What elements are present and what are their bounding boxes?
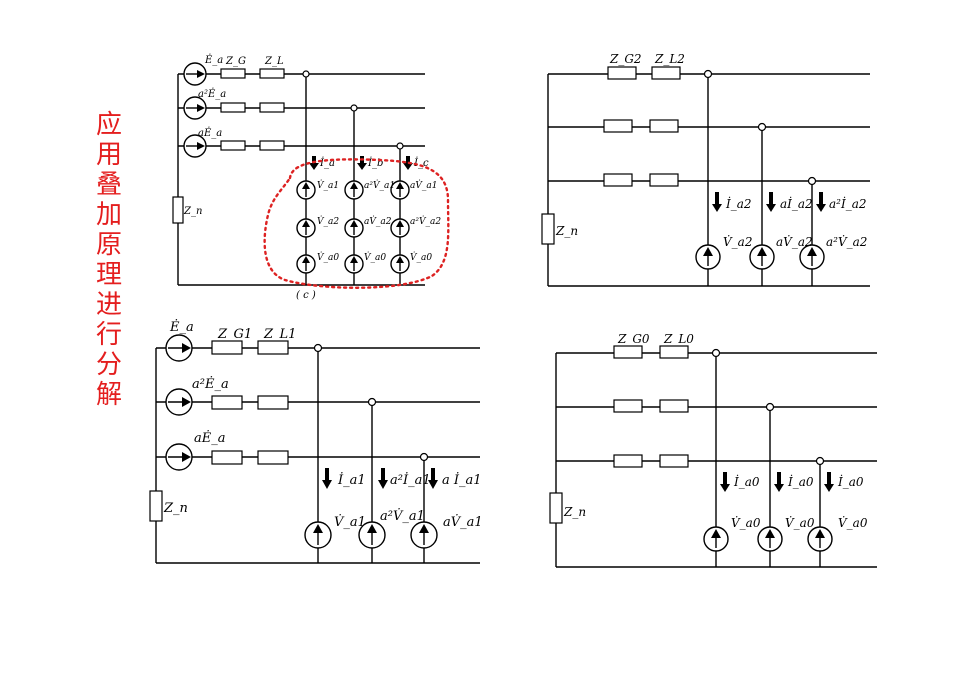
source-ea-icon [183,62,207,86]
neg-current-1: İ_a2 [725,196,752,211]
zero-voltage-1: V̇_a0 [731,515,761,530]
pos-voltage-2: a²V̇_a1 [380,508,425,524]
neg-voltage-sources [695,244,825,270]
pos-voltage-1: V̇_a1 [334,514,366,530]
neg-current-arrow-2 [766,192,776,212]
neg-voltage-2: aV̇_a2 [776,234,813,249]
pos-voltage-3: aV̇_a1 [443,514,483,530]
neg-voltage-1: V̇_a2 [723,234,752,249]
zero-current-arrow-1 [720,472,730,492]
pos-source-label-1: Ė_a [169,318,194,335]
highlight-outline [263,158,450,289]
c-source-label-1: Ė_a [204,54,223,66]
pos-source-label-2: a²Ė_a [192,375,229,392]
neg-zg-label: Z_G2 [609,52,642,66]
panel-c: Ė_a a²Ė_a aĖ_a Z_G Z_L Z_n İ_a İ_b İ_c V… [172,54,450,301]
neg-zn-label: Z_n [555,224,578,238]
pos-current-2: a²İ_a1 [390,471,431,488]
c-col1-v1: V̇_a1 [317,179,339,191]
c-zl-label: Z_L [264,56,284,67]
panel-positive-sequence: Ė_a a²Ė_a aĖ_a Z_G1 Z_L1 Z_n İ_a1 a²İ_a1… [149,318,483,564]
zero-voltage-3: V̇_a0 [838,515,868,530]
neg-current-arrow-3 [816,192,826,212]
zero-voltage-sources [703,526,833,552]
c-col2-sources [344,180,364,274]
c-col2-v1: a²V̇_a1 [364,179,395,191]
neg-zl-label: Z_L2 [654,52,685,66]
c-zn-label: Z_n [183,206,202,217]
zero-zl-label: Z_L0 [663,332,694,346]
c-source-label-3: aĖ_a [198,127,222,139]
panel-zero-sequence: Z_G0 Z_L0 Z_n İ_a0 İ_a0 İ_a0 V̇_a0 V̇_a0… [549,332,877,568]
source-a2ea-icon [183,96,207,120]
c-col2-v2: aV̇_a2 [364,215,392,227]
c-col1-v0: V̇_a0 [317,251,339,263]
pos-zn-label: Z_n [163,501,188,516]
pos-source-a2ea-icon [165,388,193,416]
zero-voltage-2: V̇_a0 [785,515,815,530]
c-caption: ( c ) [296,290,316,301]
neg-voltage-3: a²V̇_a2 [826,234,867,249]
zero-current-1: İ_a0 [733,474,760,489]
pos-current-arrow-3 [428,468,438,489]
neg-current-3: a²İ_a2 [829,196,867,211]
pos-source-label-3: aĖ_a [194,429,226,446]
pos-zl-label: Z_L1 [263,327,296,342]
pos-source-ea-icon [165,334,193,362]
pos-zg-label: Z_G1 [217,327,252,342]
c-source-label-2: a²Ė_a [198,88,226,100]
pos-source-aea-icon [165,443,193,471]
c-current-arrow-b [357,156,367,170]
panel-negative-sequence: Z_G2 Z_L2 Z_n İ_a2 aİ_a2 a²İ_a2 V̇_a2 aV… [541,52,870,287]
c-col3-v2: a²V̇_a2 [410,215,441,227]
c-col3-v0: V̇_a0 [410,251,432,263]
zero-current-arrow-2 [774,472,784,492]
pos-current-arrow-2 [378,468,388,489]
c-current-c: İ_c [413,157,429,169]
source-aea-icon [183,134,207,158]
zero-current-3: İ_a0 [837,474,864,489]
pos-current-arrow-1 [322,468,332,489]
c-col3-sources [390,180,410,274]
c-col2-v0: V̇_a0 [364,251,386,263]
c-zg-label: Z_G [225,56,246,67]
zero-current-arrow-3 [824,472,834,492]
neg-current-2: aİ_a2 [780,196,813,211]
c-col1-v2: V̇_a2 [317,215,339,227]
zero-zn-label: Z_n [563,505,586,519]
zero-current-2: İ_a0 [787,474,814,489]
slide-title: 应用叠加原理进行分解 [95,110,122,410]
c-col1-sources [296,180,316,274]
pos-current-3: a İ_a1 [442,471,482,488]
pos-current-1: İ_a1 [337,471,366,488]
pos-voltage-sources [304,521,438,549]
c-col3-v1: aV̇_a1 [410,179,437,191]
neg-current-arrow-1 [712,192,722,212]
zero-zg-label: Z_G0 [617,332,650,346]
